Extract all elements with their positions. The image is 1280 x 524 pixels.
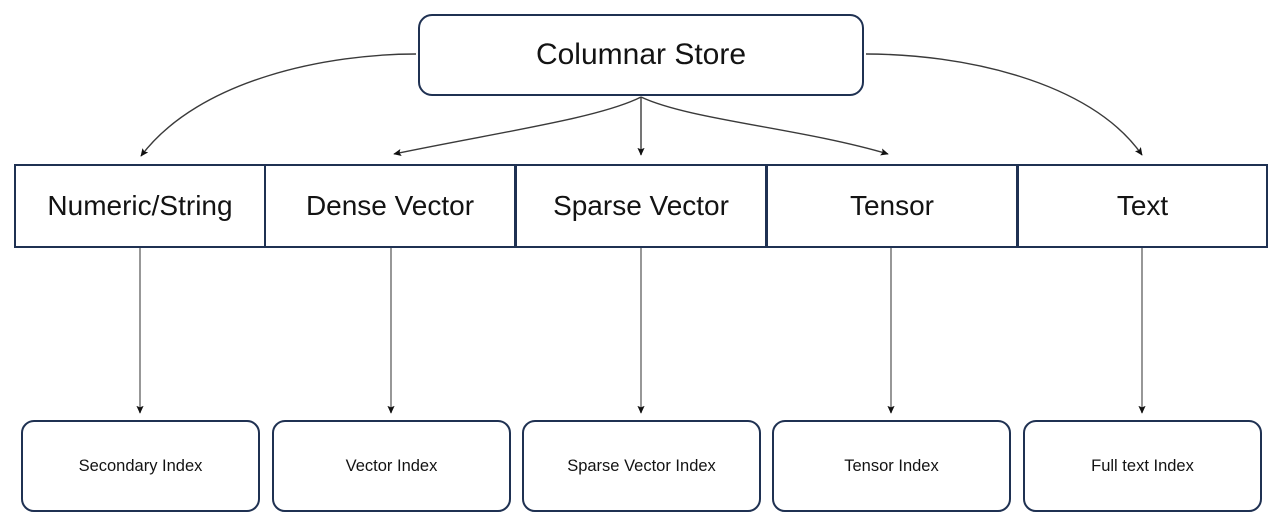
node-sparse-vector-label: Sparse Vector	[553, 189, 729, 221]
node-vector-index[interactable]: Vector Index	[272, 420, 511, 512]
node-tensor-index[interactable]: Tensor Index	[772, 420, 1011, 512]
node-sparse-vector-index[interactable]: Sparse Vector Index	[522, 420, 761, 512]
node-columnar-store[interactable]: Columnar Store	[418, 14, 864, 96]
node-text[interactable]: Text	[1017, 164, 1268, 248]
node-numeric-string[interactable]: Numeric/String	[14, 164, 266, 248]
node-tensor-index-label: Tensor Index	[844, 456, 939, 475]
node-sparse-vector-index-label: Sparse Vector Index	[567, 456, 716, 475]
edge-root-to-dense-vector	[393, 96, 642, 157]
node-tensor-label: Tensor	[849, 189, 935, 221]
node-tensor[interactable]: Tensor	[766, 164, 1018, 248]
node-numeric-string-label: Numeric/String	[47, 189, 233, 221]
node-secondary-index[interactable]: Secondary Index	[21, 420, 260, 512]
node-dense-vector-label: Dense Vector	[305, 189, 475, 221]
node-dense-vector[interactable]: Dense Vector	[264, 164, 516, 248]
node-full-text-index[interactable]: Full text Index	[1023, 420, 1262, 512]
edge-root-to-text	[865, 53, 1143, 156]
node-text-label: Text	[1116, 189, 1169, 221]
edge-root-to-tensor	[640, 96, 889, 156]
node-vector-index-label: Vector Index	[345, 456, 438, 475]
node-sparse-vector[interactable]: Sparse Vector	[515, 164, 767, 248]
node-secondary-index-label: Secondary Index	[78, 456, 203, 475]
edge-root-to-numeric-string	[140, 53, 417, 157]
node-full-text-index-label: Full text Index	[1091, 456, 1194, 475]
node-columnar-store-label: Columnar Store	[535, 37, 747, 71]
